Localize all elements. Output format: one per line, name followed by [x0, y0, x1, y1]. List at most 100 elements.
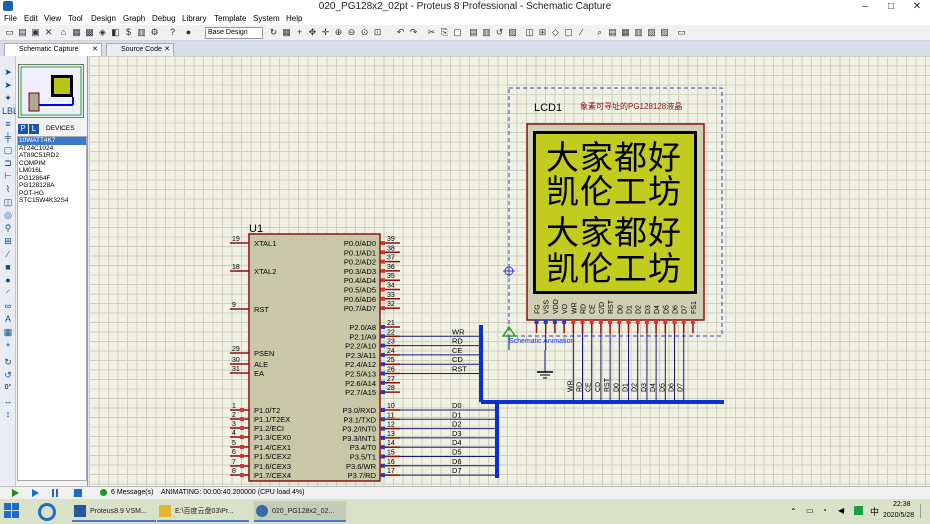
windows-start-icon[interactable] — [4, 503, 20, 519]
menu-edit[interactable]: Edit — [24, 14, 38, 23]
terminal-icon[interactable]: ⊐ — [4, 158, 12, 168]
probe-icon[interactable]: ⚲ — [4, 223, 12, 233]
new-sheet-icon[interactable]: ▭ — [677, 27, 686, 37]
menu-design[interactable]: Design — [91, 14, 116, 23]
device-list-item[interactable]: 10WATT4K7 — [18, 137, 86, 145]
gerber-icon[interactable]: ◧ — [111, 27, 120, 37]
clock-time[interactable]: 22:38 — [893, 501, 911, 508]
wire-autorouter-icon[interactable]: ∕ — [580, 27, 583, 37]
schematic-icon[interactable]: ▦ — [72, 27, 81, 37]
zoom-in-icon[interactable]: ⊕ — [334, 27, 343, 37]
show-desktop-button[interactable] — [920, 504, 928, 518]
rotate-ccw-icon[interactable]: ↺ — [4, 370, 12, 380]
library-button[interactable]: L — [29, 124, 39, 134]
device-list-item[interactable]: LM016L — [19, 167, 43, 174]
make-device-icon[interactable]: ⊞ — [538, 27, 547, 37]
tray-battery-icon[interactable]: ▭ — [806, 506, 814, 515]
component-mode-icon[interactable]: ➤ — [4, 80, 12, 90]
arc-icon[interactable]: ◜ — [6, 288, 10, 298]
help-icon[interactable]: ? — [169, 27, 175, 37]
subcircuit-icon[interactable]: ▢ — [3, 145, 13, 155]
grid-icon[interactable]: ▦ — [282, 27, 291, 37]
path-icon[interactable]: ∞ — [4, 301, 12, 311]
device-list-item[interactable]: COMPIM — [19, 159, 46, 167]
instrument-icon[interactable]: ⊞ — [4, 236, 12, 246]
device-list-item[interactable]: AT24C1024 — [19, 144, 54, 152]
tray-volume-icon[interactable]: ◀ — [838, 506, 845, 515]
device-list-item[interactable]: AT89C51RD2 — [19, 152, 59, 159]
menu-template[interactable]: Template — [214, 14, 247, 23]
settings-icon[interactable]: ⚙ — [150, 27, 159, 37]
package-icon[interactable]: ▢ — [564, 27, 573, 37]
rotate-cw-icon[interactable]: ↻ — [4, 357, 12, 367]
bom-report-icon[interactable]: ▥ — [634, 27, 643, 37]
symbol-icon[interactable]: ▦ — [3, 327, 13, 337]
tab-schematic-capture[interactable]: Schematic Capture ✕ — [4, 43, 102, 56]
property-icon[interactable]: ▤ — [608, 27, 617, 37]
search-icon[interactable]: ⌕ — [596, 27, 603, 37]
taskbar-proteus[interactable]: 020_PG128x2_02... — [254, 501, 346, 522]
overview-preview[interactable] — [18, 64, 84, 118]
browser-icon[interactable] — [38, 503, 56, 521]
copy-icon[interactable]: ⎘ — [440, 27, 449, 37]
zoom-all-icon[interactable]: ⊙ — [360, 27, 369, 37]
pin-icon[interactable]: ⊢ — [4, 171, 12, 181]
source-icon[interactable]: ▥ — [137, 27, 146, 37]
zoom-out-icon[interactable]: ⊖ — [347, 27, 356, 37]
device-list-item[interactable]: PG128128A — [19, 182, 55, 189]
close-project-icon[interactable]: ✕ — [44, 27, 53, 37]
text-script-icon[interactable]: ≡ — [5, 119, 11, 129]
cut-icon[interactable]: ✂ — [427, 27, 436, 37]
bom-icon[interactable]: $ — [125, 27, 131, 37]
redo-icon[interactable]: ↷ — [409, 27, 418, 37]
box-icon[interactable]: ■ — [5, 262, 11, 272]
close-icon[interactable]: ✕ — [912, 1, 922, 12]
help-book-icon[interactable]: ● — [185, 27, 192, 37]
block-delete-icon[interactable]: ▨ — [508, 27, 517, 37]
message-count[interactable]: 6 Message(s) — [111, 489, 154, 496]
tray-up-icon[interactable]: ⌃ — [790, 507, 797, 516]
menu-view[interactable]: View — [44, 14, 62, 23]
3d-icon[interactable]: ◈ — [99, 27, 106, 37]
netlist-icon[interactable]: ▦ — [621, 27, 630, 37]
menu-debug[interactable]: Debug — [152, 14, 176, 23]
pick-device-icon[interactable]: ◫ — [525, 27, 534, 37]
circle-icon[interactable]: ● — [5, 275, 11, 285]
home-icon[interactable]: ⌂ — [60, 27, 67, 37]
block-copy-icon[interactable]: ▤ — [469, 27, 478, 37]
tray-network-icon[interactable]: ◔ — [822, 506, 827, 515]
taskbar-explorer[interactable]: E:\百度云盘03\Pr... — [157, 501, 249, 522]
tape-icon[interactable]: ◫ — [3, 197, 13, 207]
tab-source-code[interactable]: Source Code ✕ — [106, 43, 174, 56]
undo-icon[interactable]: ↶ — [396, 27, 405, 37]
save-icon[interactable]: ▣ — [31, 27, 40, 37]
menu-library[interactable]: Library — [182, 14, 207, 23]
device-list-item[interactable]: PG12864F — [19, 174, 51, 182]
close-tab-icon[interactable]: ✕ — [92, 46, 98, 53]
graph-icon[interactable]: ⌇ — [5, 184, 11, 194]
menu-tool[interactable]: Tool — [68, 14, 83, 23]
device-list-item[interactable]: POT-HG — [19, 189, 44, 197]
tray-app-icon[interactable] — [854, 506, 863, 515]
device-list-item[interactable]: STC15W4K32S4 — [19, 197, 69, 204]
block-move-icon[interactable]: ▥ — [482, 27, 491, 37]
text-icon[interactable]: A — [4, 314, 11, 324]
taskbar-word[interactable]: Proteus8.9 VSM... — [72, 501, 156, 522]
line-icon[interactable]: ∕ — [7, 249, 9, 259]
annotate-icon[interactable]: ▨ — [660, 27, 669, 37]
zoom-area-icon[interactable]: ⊡ — [373, 27, 382, 37]
center-icon[interactable]: ✛ — [321, 27, 330, 37]
junction-icon[interactable]: ✦ — [4, 93, 12, 103]
marker-icon[interactable]: + — [5, 340, 11, 350]
ime-indicator[interactable]: 中 — [870, 507, 880, 517]
menu-system[interactable]: System — [253, 14, 280, 23]
maximize-icon[interactable]: □ — [887, 1, 895, 12]
pan-icon[interactable]: ✥ — [308, 27, 317, 37]
bus-icon[interactable]: ╪ — [4, 132, 12, 142]
mirror-x-icon[interactable]: ↔ — [3, 396, 13, 406]
wire-label-icon[interactable]: LBL — [2, 106, 19, 116]
open-folder-icon[interactable]: ▤ — [18, 27, 27, 37]
generator-icon[interactable]: ◎ — [4, 210, 12, 220]
menu-help[interactable]: Help — [286, 14, 303, 23]
